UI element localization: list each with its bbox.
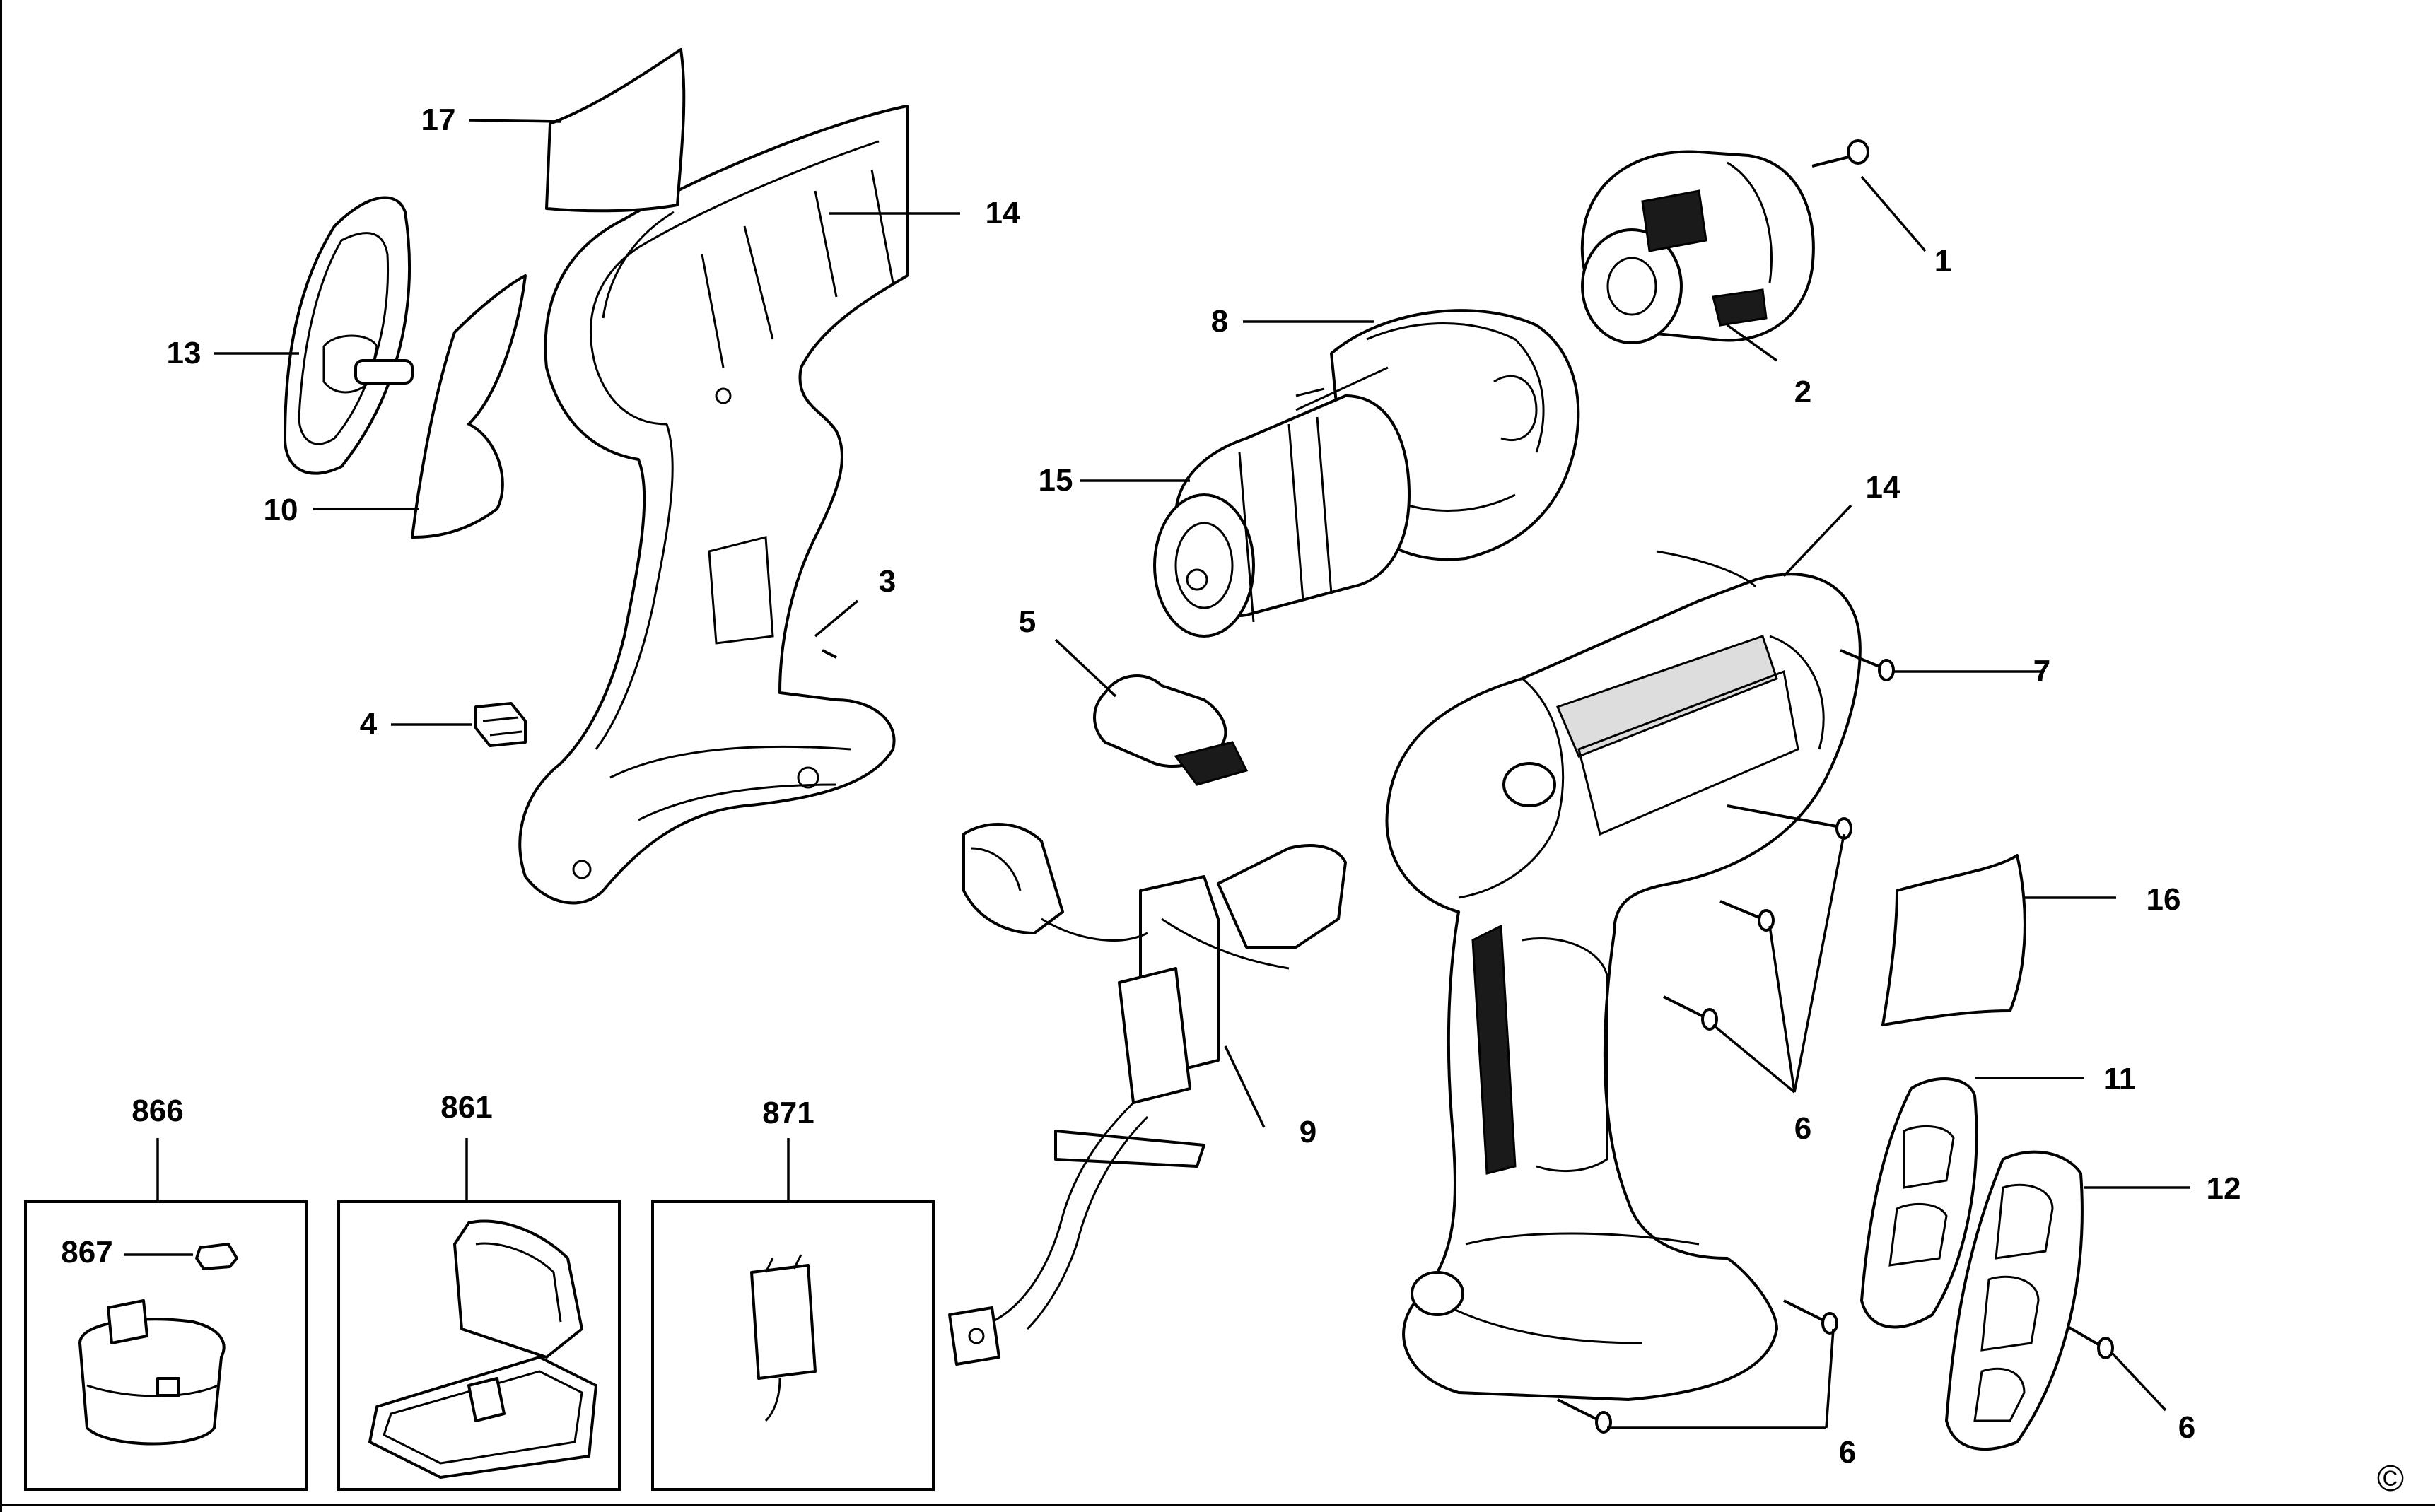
label-867: 867	[61, 1235, 113, 1270]
label-10: 10	[263, 493, 298, 527]
screw-1	[1811, 139, 1869, 168]
label-17: 17	[421, 102, 456, 137]
label-6-right: 6	[2178, 1410, 2196, 1445]
left-housing-half	[518, 105, 909, 905]
label-12: 12	[2206, 1171, 2241, 1206]
label-plate-17	[545, 48, 686, 213]
assembled-drill-14	[1385, 550, 1862, 1401]
box-871	[651, 1200, 935, 1491]
battery-pack-866	[78, 1299, 226, 1446]
label-13: 13	[166, 336, 202, 370]
end-cap-11	[1860, 1077, 1978, 1329]
bottom-border	[2, 1504, 2435, 1506]
label-plate-10	[411, 274, 527, 539]
box-866	[24, 1200, 308, 1491]
label-866: 866	[132, 1094, 184, 1128]
chuck-2	[1580, 150, 1815, 344]
label-6-middle: 6	[1794, 1111, 1812, 1146]
label-1: 1	[1934, 244, 1952, 279]
end-cap-13	[284, 196, 414, 475]
pin-3	[822, 649, 837, 659]
label-14-right: 14	[1865, 470, 1900, 505]
cap-867	[195, 1243, 238, 1270]
leader-lines	[124, 119, 2190, 1429]
label-4: 4	[359, 707, 378, 742]
label-3: 3	[878, 564, 897, 599]
label-871: 871	[762, 1096, 814, 1130]
label-5: 5	[1018, 604, 1037, 639]
label-7: 7	[2033, 654, 2051, 688]
label-9: 9	[1299, 1115, 1317, 1149]
label-16: 16	[2146, 882, 2181, 917]
label-2: 2	[1794, 375, 1812, 409]
motor-15	[1153, 366, 1411, 638]
terminal-clip-4	[474, 702, 527, 747]
label-plate-16	[1881, 854, 2026, 1026]
brush-5	[1093, 674, 1249, 786]
charger-871	[750, 1254, 817, 1422]
screw-7	[1840, 649, 1895, 681]
carry-case-861	[368, 1219, 597, 1479]
end-cap-12	[1945, 1150, 2084, 1451]
label-8: 8	[1210, 304, 1229, 339]
label-14-left: 14	[985, 196, 1020, 230]
box-861	[337, 1200, 621, 1491]
label-11: 11	[2103, 1062, 2137, 1096]
copyright-mark: ©	[2376, 1458, 2405, 1499]
switch-9	[948, 823, 1347, 1366]
label-15: 15	[1038, 463, 1073, 498]
label-6-bottom: 6	[1838, 1435, 1857, 1470]
label-861: 861	[440, 1090, 493, 1125]
